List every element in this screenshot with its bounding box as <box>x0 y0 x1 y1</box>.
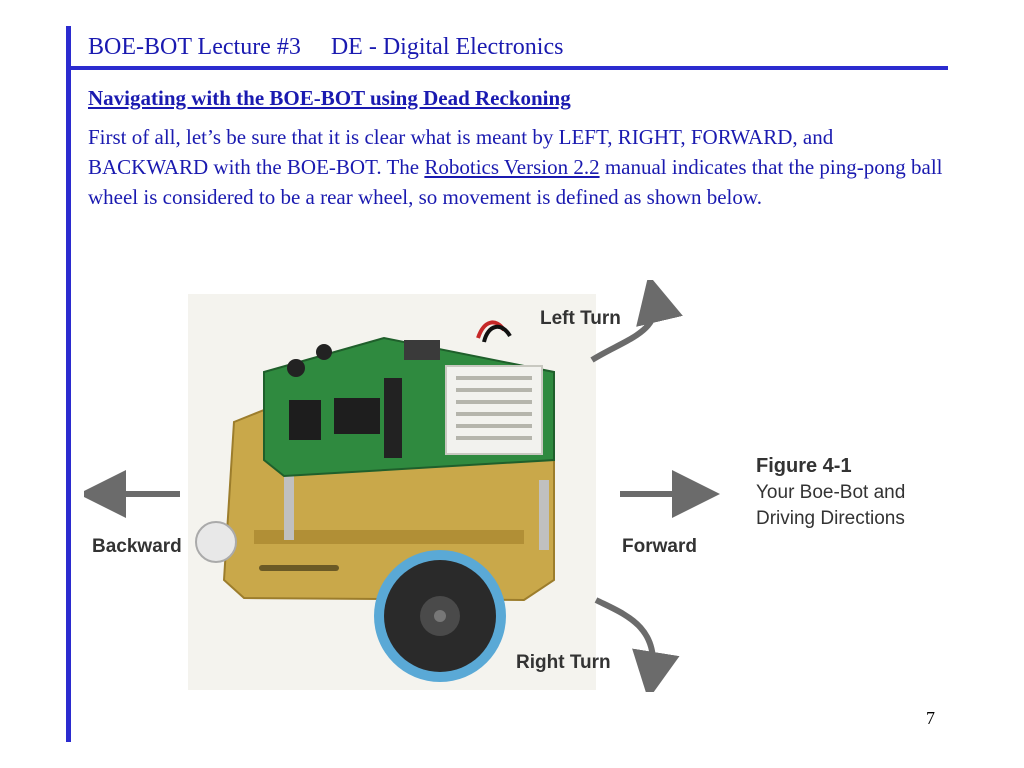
left-accent-bar <box>66 26 71 742</box>
left-turn-arrow <box>590 280 683 363</box>
right-turn-arrow <box>594 597 680 692</box>
title-lecture: BOE-BOT Lecture #3 <box>88 34 301 60</box>
figure-caption-line-1: Your Boe-Bot and <box>756 482 905 503</box>
slide-title: BOE-BOT Lecture #3 DE - Digital Electroni… <box>88 34 563 61</box>
direction-arrows <box>84 280 720 692</box>
paragraph-text-1: First of all, let’s be sure that it is c… <box>88 125 834 179</box>
title-underline-rule <box>66 66 948 70</box>
robotics-manual-reference: Robotics Version 2.2 <box>424 155 600 179</box>
figure-caption-title: Figure 4-1 <box>756 455 852 477</box>
right-turn-label: Right Turn <box>516 652 611 673</box>
left-turn-label: Left Turn <box>540 308 621 329</box>
paragraph-text-2: manual indicates that the ping-pong ball… <box>88 155 943 209</box>
figure-caption-line-2: Driving Directions <box>756 508 905 529</box>
boe-bot-photo <box>188 294 596 690</box>
body-paragraph: First of all, let’s be sure that it is c… <box>88 122 958 212</box>
title-course: DE - Digital Electronics <box>330 34 564 60</box>
page-number: 7 <box>926 708 935 728</box>
section-heading: Navigating with the BOE-BOT using Dead R… <box>88 86 571 110</box>
backward-label: Backward <box>92 536 182 557</box>
boe-bot-figure: Left Turn Right Turn Backward Forward Fi… <box>84 280 964 692</box>
forward-label: Forward <box>622 536 697 557</box>
